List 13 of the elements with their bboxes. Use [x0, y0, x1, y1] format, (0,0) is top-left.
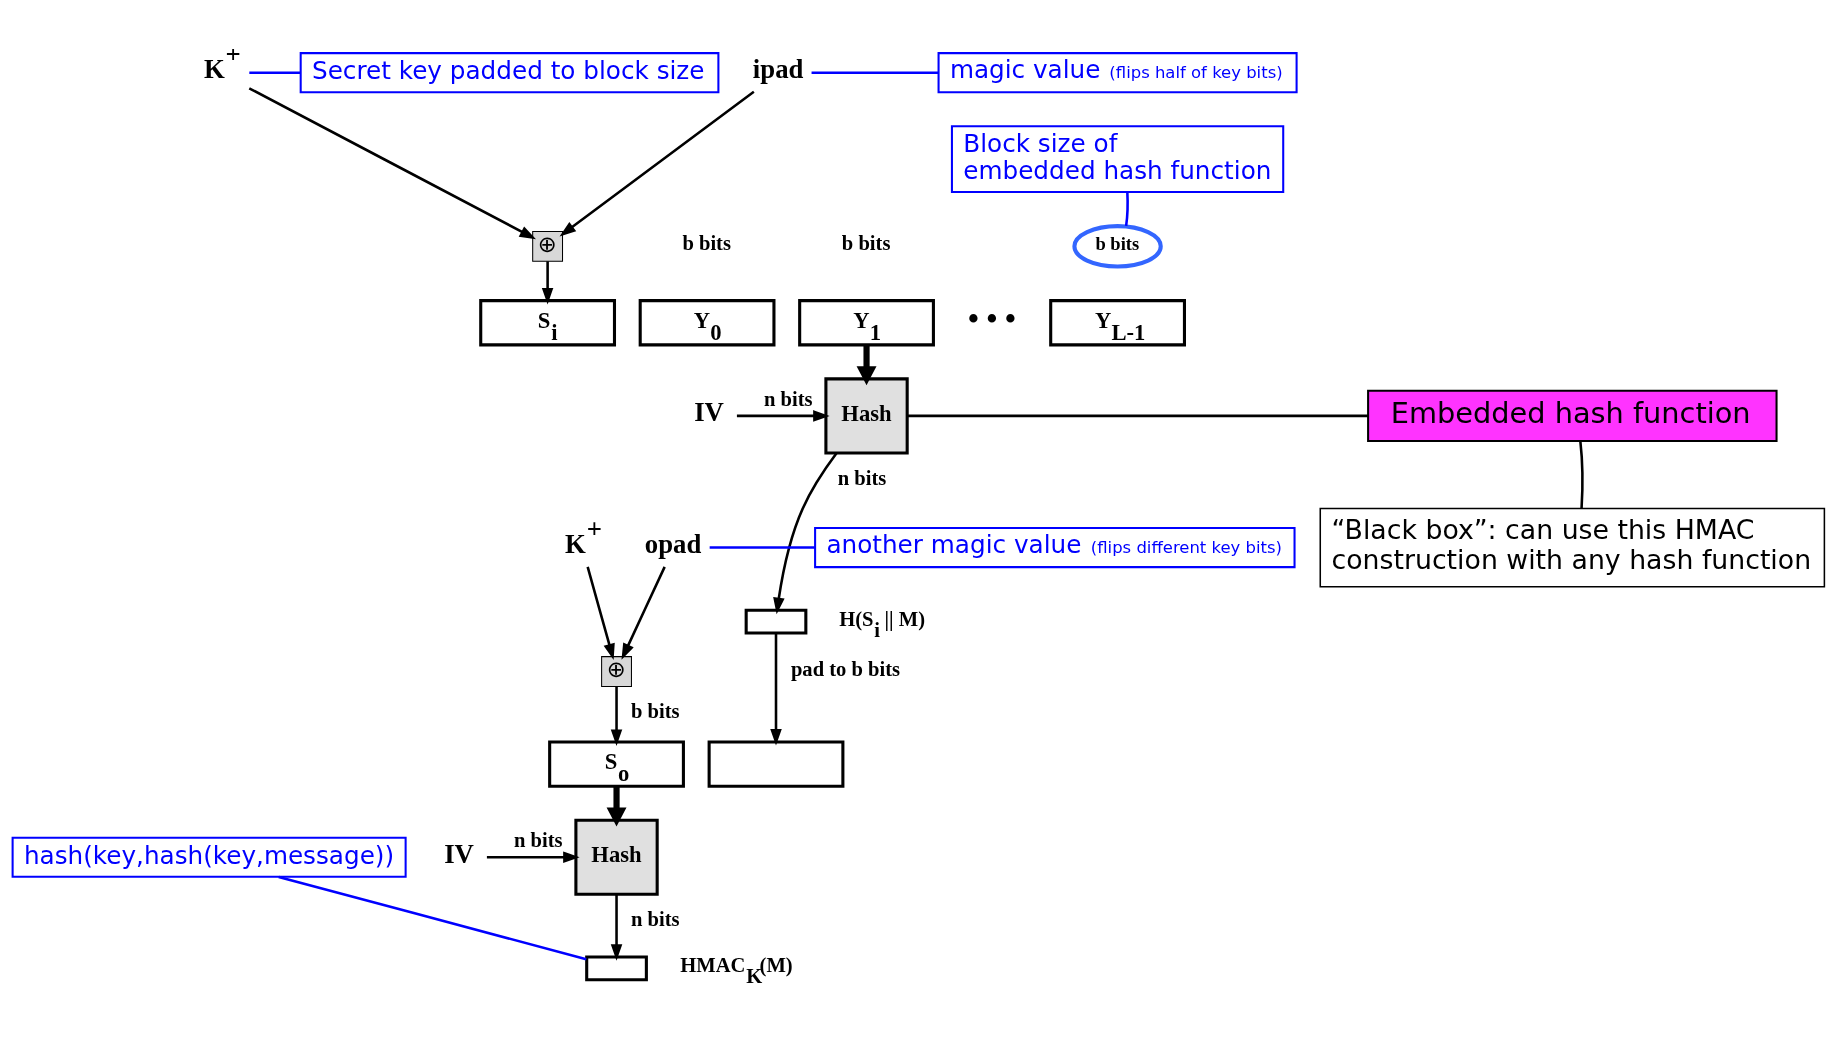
edge-label: n bits: [630, 907, 680, 930]
node-text: ipad: [752, 53, 804, 84]
edge-label: n bits: [513, 828, 563, 851]
edge-label: b bits: [630, 699, 680, 722]
label: b bits: [841, 231, 891, 254]
edge-label: n bits: [763, 387, 813, 410]
node-text: IV: [444, 838, 474, 869]
label: • • •: [967, 301, 1016, 336]
node-text: opad: [644, 528, 702, 559]
edge-label: n bits: [837, 466, 887, 489]
node-text: IV: [694, 396, 724, 427]
label: b bits: [682, 231, 731, 254]
edge-label: pad to b bits: [790, 657, 901, 680]
